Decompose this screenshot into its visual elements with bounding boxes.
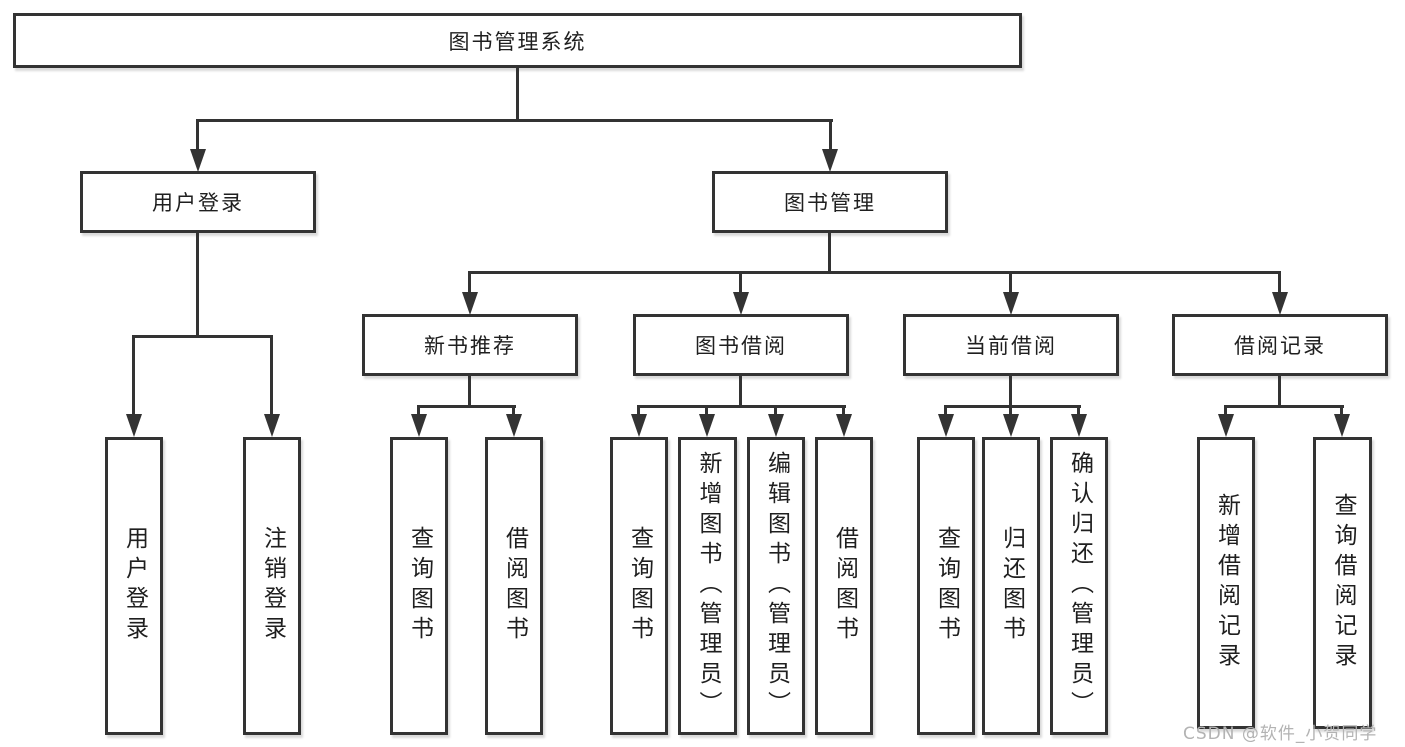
node-root-label: 图书管理系统 (448, 29, 587, 54)
connector-line (1077, 405, 1080, 417)
connector-line (468, 271, 1281, 274)
connector-line (739, 271, 742, 295)
leaf-label: 查询图书 (933, 526, 960, 646)
node-new-book-recommend: 新书推荐 (362, 314, 578, 376)
node-borrow-records: 借阅记录 (1172, 314, 1388, 376)
leaf-label: 注销登录 (259, 526, 286, 646)
arrow-down-icon (462, 292, 478, 315)
arrow-down-icon (1003, 414, 1019, 437)
leaf-user-login: 用户登录 (105, 437, 163, 735)
leaf-logout: 注销登录 (243, 437, 301, 735)
connector-line (196, 232, 199, 337)
connector-line (196, 119, 833, 122)
arrow-down-icon (733, 292, 749, 315)
arrow-down-icon (1334, 414, 1350, 437)
connector-line (828, 232, 831, 273)
leaf-query-borrow-record: 查询借阅记录 (1313, 437, 1372, 729)
connector-line (1009, 271, 1012, 295)
arrow-down-icon (822, 149, 838, 172)
leaf-label: 确认归还（管理员） (1066, 451, 1093, 721)
arrow-down-icon (699, 414, 715, 437)
leaf-confirm-return-admin: 确认归还（管理员） (1050, 437, 1108, 735)
arrow-down-icon (1071, 414, 1087, 437)
arrow-down-icon (768, 414, 784, 437)
connector-line (468, 271, 471, 295)
connector-line (132, 335, 135, 417)
node-user-login: 用户登录 (80, 171, 316, 233)
connector-line (1278, 375, 1281, 407)
connector-line (417, 405, 516, 408)
node-book-management: 图书管理 (712, 171, 948, 233)
connector-line (739, 375, 742, 407)
connector-line (829, 119, 832, 152)
arrow-down-icon (126, 414, 142, 437)
leaf-add-book-admin: 新增图书（管理员） (678, 437, 737, 735)
arrow-down-icon (1218, 414, 1234, 437)
connector-line (1278, 271, 1281, 295)
node-label: 图书借阅 (695, 334, 787, 358)
arrow-down-icon (506, 414, 522, 437)
arrow-down-icon (938, 414, 954, 437)
connector-line (270, 335, 273, 417)
connector-line (944, 405, 1081, 408)
connector-line (705, 405, 708, 417)
leaf-edit-book-admin: 编辑图书（管理员） (747, 437, 805, 735)
leaf-borrow-books-1: 借阅图书 (485, 437, 543, 735)
leaf-add-borrow-record: 新增借阅记录 (1197, 437, 1255, 729)
arrow-down-icon (264, 414, 280, 437)
arrow-down-icon (411, 414, 427, 437)
node-current-borrow: 当前借阅 (903, 314, 1119, 376)
leaf-label: 查询图书 (626, 526, 653, 646)
node-label: 借阅记录 (1234, 334, 1326, 358)
arrow-down-icon (190, 149, 206, 172)
leaf-label: 查询图书 (406, 526, 433, 646)
node-book-borrow: 图书借阅 (633, 314, 849, 376)
connector-line (516, 67, 519, 120)
connector-line (1009, 375, 1012, 407)
connector-line (468, 375, 471, 407)
leaf-label: 归还图书 (998, 526, 1025, 646)
watermark: CSDN @软件_小贺同学 (1183, 724, 1378, 744)
connector-line (512, 405, 515, 417)
connector-line (196, 119, 199, 152)
arrow-down-icon (836, 414, 852, 437)
leaf-return-book: 归还图书 (982, 437, 1040, 735)
connector-line (637, 405, 640, 417)
node-root: 图书管理系统 (13, 13, 1022, 68)
node-label: 图书管理 (784, 191, 876, 215)
leaf-label: 用户登录 (121, 526, 148, 646)
leaf-label: 新增借阅记录 (1213, 493, 1240, 673)
connector-line (944, 405, 947, 417)
connector-line (1224, 405, 1227, 417)
leaf-query-books-2: 查询图书 (610, 437, 668, 735)
node-label: 新书推荐 (424, 334, 516, 358)
arrow-down-icon (631, 414, 647, 437)
connector-line (1009, 405, 1012, 417)
leaf-query-books-3: 查询图书 (917, 437, 975, 735)
arrow-down-icon (1003, 292, 1019, 315)
connector-line (637, 405, 846, 408)
arrow-down-icon (1272, 292, 1288, 315)
connector-line (417, 405, 420, 417)
leaf-query-books-1: 查询图书 (390, 437, 448, 735)
leaf-label: 借阅图书 (831, 526, 858, 646)
leaf-label: 编辑图书（管理员） (763, 451, 790, 721)
leaf-label: 新增图书（管理员） (695, 451, 721, 721)
leaf-borrow-books-2: 借阅图书 (815, 437, 873, 735)
connector-line (1224, 405, 1344, 408)
connector-line (842, 405, 845, 417)
connector-line (132, 335, 273, 338)
leaf-label: 查询借阅记录 (1330, 493, 1356, 673)
node-label: 用户登录 (152, 191, 244, 215)
leaf-label: 借阅图书 (501, 526, 528, 646)
connector-line (1340, 405, 1343, 417)
connector-line (774, 405, 777, 417)
node-label: 当前借阅 (965, 334, 1057, 358)
